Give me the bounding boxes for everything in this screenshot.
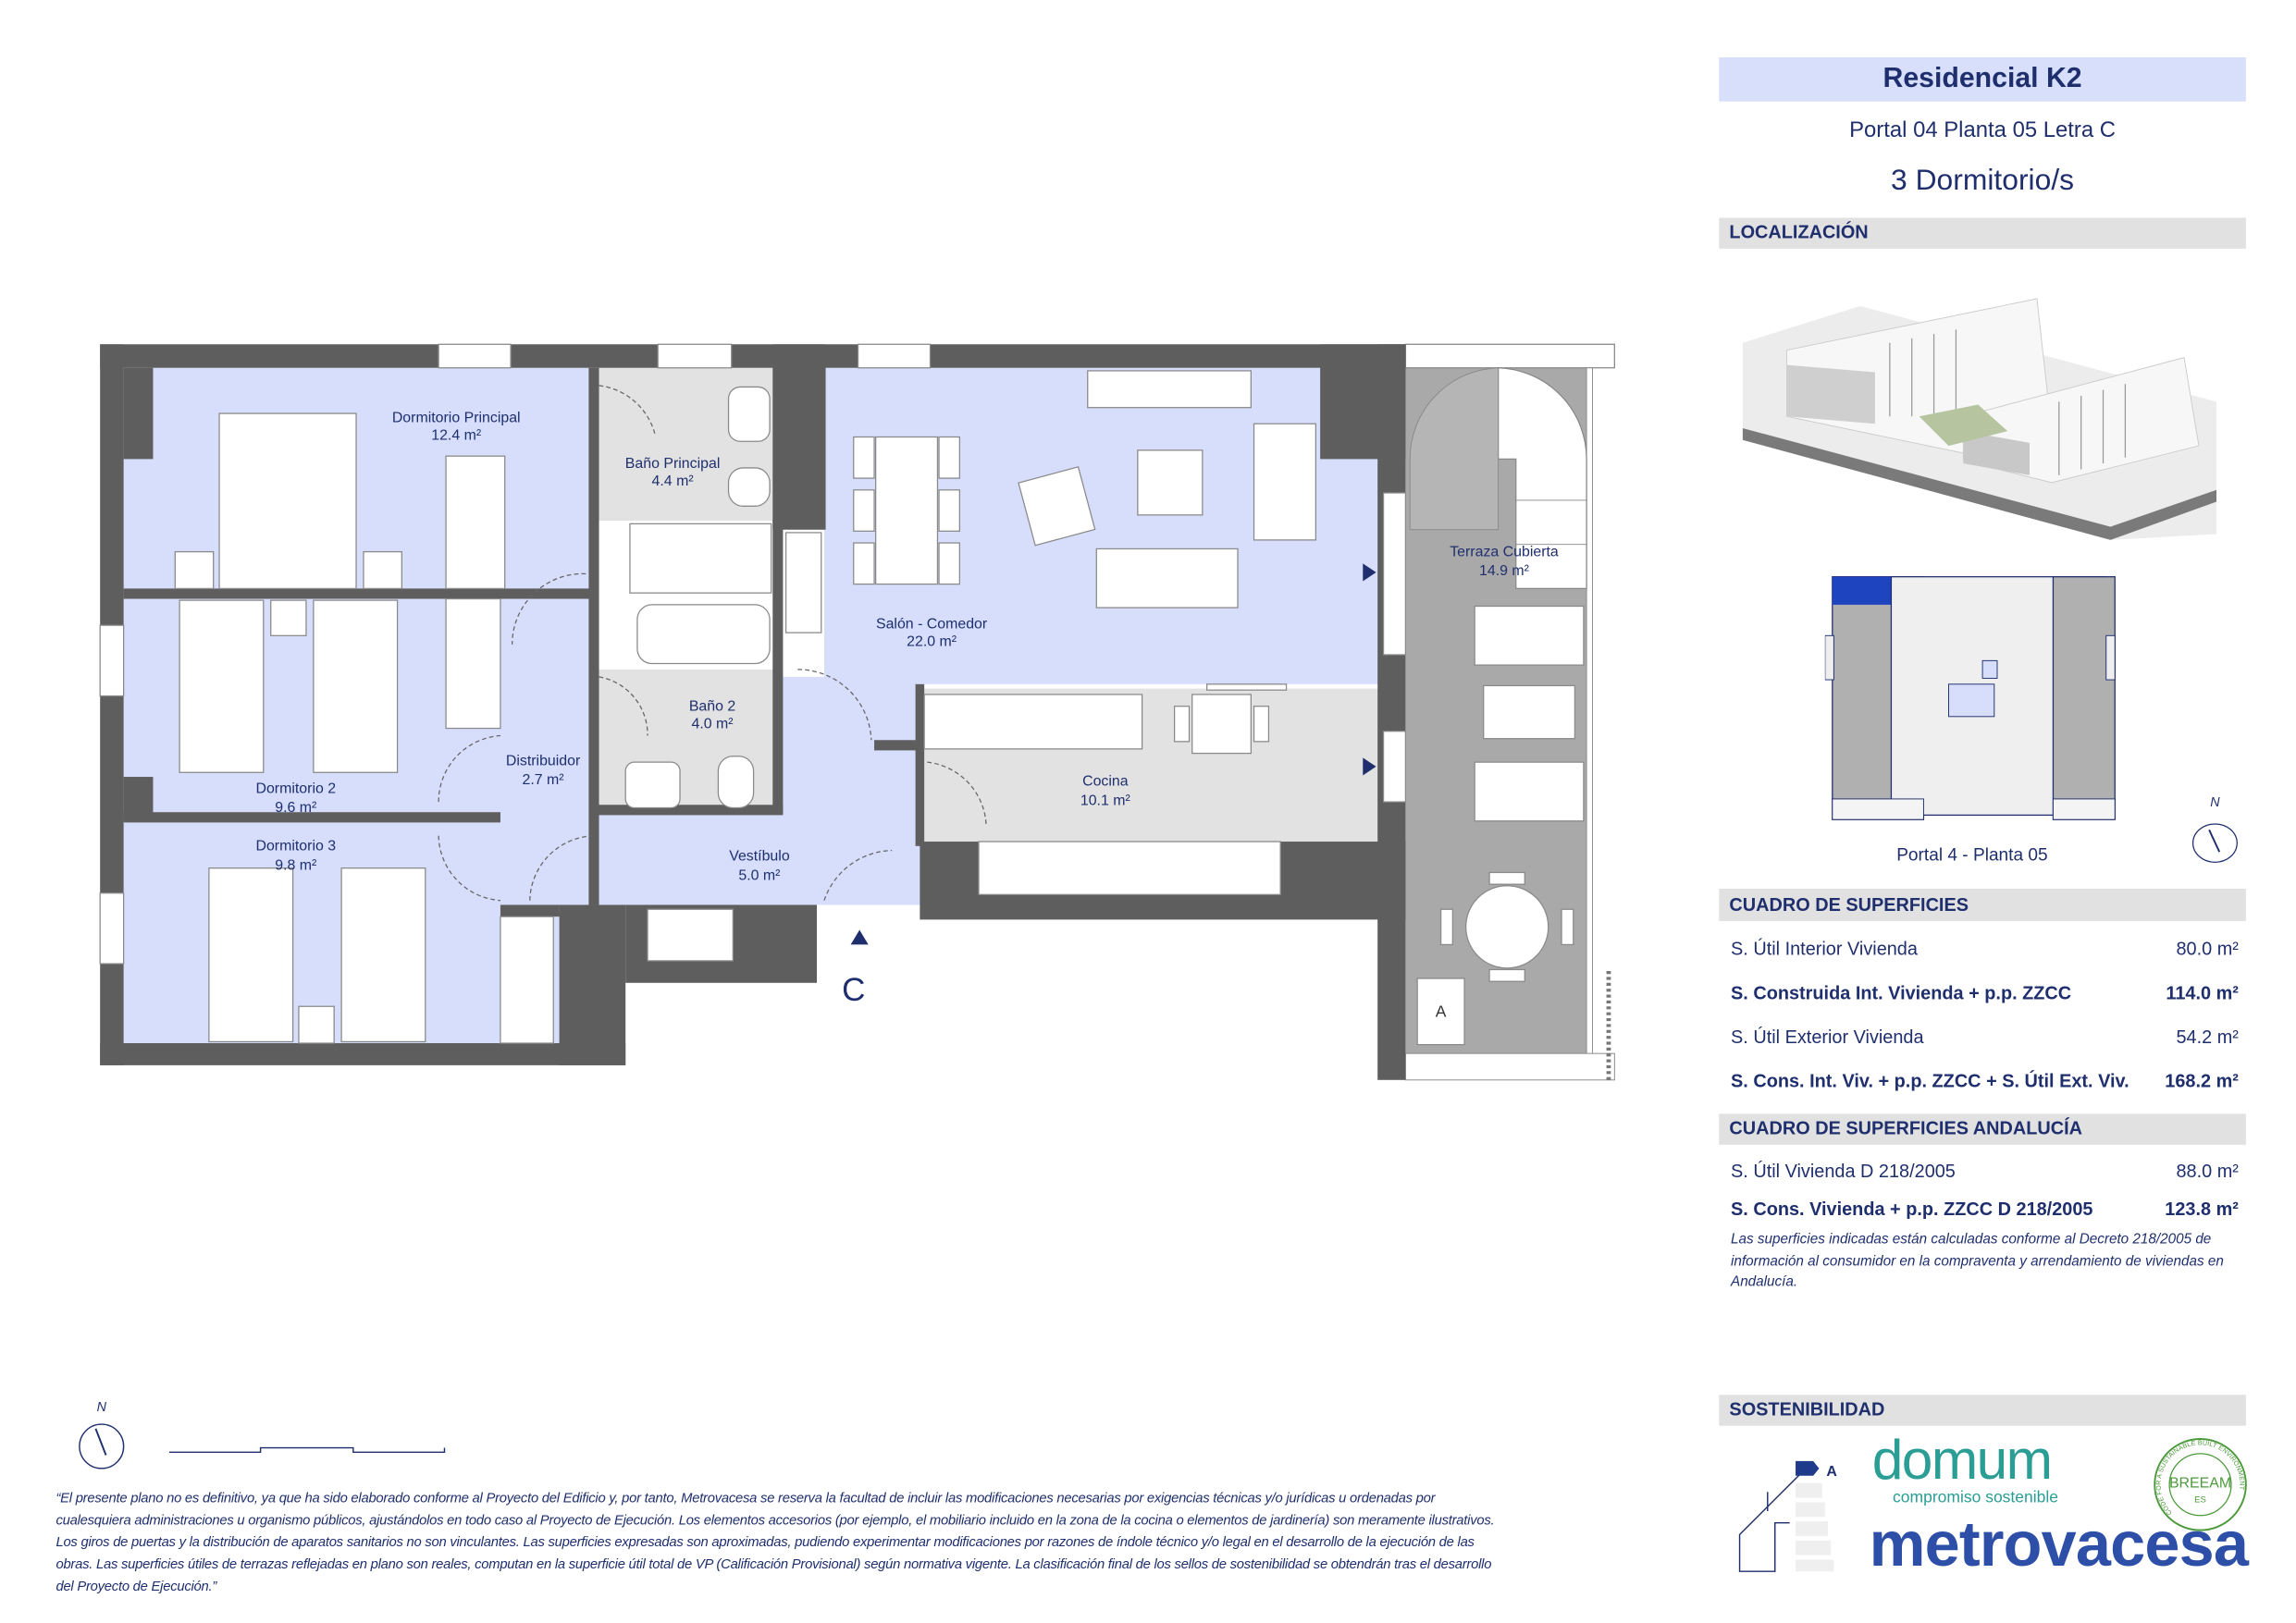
domum-tagline: compromiso sostenible: [1893, 1489, 2059, 1507]
room-vestibulo: [596, 809, 923, 905]
disclaimer-line: Los giros de puertas y la distribución d…: [56, 1534, 1475, 1550]
project-title: Residencial K2: [1719, 57, 2246, 102]
key-plan-caption: Portal 4 - Planta 05: [1896, 844, 2048, 866]
room-area: 2.7 m²: [523, 772, 564, 788]
surface-value: 114.0 m²: [2166, 982, 2239, 1004]
superficies-heading: CUADRO DE SUPERFICIES: [1719, 888, 2246, 921]
room-labels: Dormitorio Principal 12.4 m² Baño Princi…: [255, 411, 1558, 884]
room-area: 22.0 m²: [907, 633, 957, 649]
surface-value: 123.8 m²: [2165, 1199, 2239, 1220]
andalucia-note: Las superficies indicadas están calculad…: [1731, 1231, 2224, 1291]
surface-label: S. Útil Vivienda D 218/2005: [1731, 1161, 1956, 1182]
bedrooms-count: 3 Dormitorio/s: [1891, 165, 2075, 198]
disclaimer-line: cualesquiera administraciones u organism…: [56, 1512, 1495, 1528]
room-name: Cocina: [1082, 774, 1129, 790]
surface-label: S. Cons. Int. Viv. + p.p. ZZCC + S. Útil…: [1731, 1071, 2129, 1092]
room-name: Salón - Comedor: [876, 616, 988, 632]
room-area: 10.1 m²: [1080, 793, 1130, 808]
room-name: Vestíbulo: [729, 849, 790, 865]
view-arrow-icon: [1363, 757, 1376, 776]
surface-label: S. Útil Interior Vivienda: [1731, 939, 1918, 960]
energy-class: A: [1826, 1464, 1837, 1480]
compass-icon: [79, 1423, 125, 1469]
surface-label: S. Útil Exterior Vivienda: [1731, 1027, 1924, 1048]
key-plan-compass-icon: [2191, 823, 2238, 863]
unit-subtitle: Portal 04 Planta 05 Letra C: [1849, 117, 2117, 143]
unit-highlight: [1832, 576, 1892, 605]
scale-bar: [168, 1446, 446, 1454]
disclaimer: “El presente plano no es definitivo, ya …: [56, 1488, 1494, 1598]
metrovacesa-logo: metrovacesa: [1869, 1509, 2249, 1580]
entrance-letter: C: [842, 972, 865, 1008]
sostenibilidad-heading: SOSTENIBILIDAD: [1719, 1395, 2246, 1426]
north-label: N: [97, 1400, 107, 1415]
room-area: 4.4 m²: [652, 473, 694, 489]
north-label: N: [2210, 795, 2220, 810]
room-area: 4.0 m²: [692, 717, 734, 732]
surface-value: 168.2 m²: [2165, 1071, 2239, 1092]
view-arrow-icon: [1363, 563, 1376, 582]
terrace-mark: A: [1436, 1002, 1447, 1020]
surface-value: 54.2 m²: [2176, 1027, 2239, 1048]
key-plan: N: [1824, 576, 2220, 820]
floor-plan: A: [99, 343, 1615, 1081]
spiral-staircase: [1409, 367, 1587, 590]
room-name: Dormitorio 2: [255, 781, 336, 797]
room-name: Dormitorio Principal: [392, 411, 521, 426]
surface-row: S. Útil Exterior Vivienda 54.2 m²: [1731, 1027, 2239, 1048]
energy-rating-icon: A: [1738, 1460, 1837, 1572]
room-name: Dormitorio 3: [255, 839, 336, 855]
entrance-arrow-icon: [850, 929, 869, 945]
room-name: Distribuidor: [506, 753, 581, 768]
surface-row: S. Útil Vivienda D 218/2005 88.0 m²: [1731, 1161, 2239, 1181]
breeam-seal: CODE FOR A SUSTAINABLE BUILT ENVIRONMENT…: [2154, 1438, 2247, 1531]
room-name: Terraza Cubierta: [1450, 544, 1559, 559]
terrace-table: [1439, 871, 1574, 982]
disclaimer-line: obras. Las superficies útiles de terraza…: [56, 1556, 1492, 1572]
disclaimer-line: del Proyecto de Ejecución.”: [56, 1579, 217, 1594]
room-area: 9.8 m²: [275, 857, 316, 873]
plan-compass: N: [79, 1400, 446, 1469]
furniture: [174, 370, 1316, 1044]
surface-row: S. Útil Interior Vivienda 80.0 m²: [1731, 939, 2239, 959]
walls: [100, 344, 1406, 1080]
doors: [438, 385, 987, 902]
surface-label: S. Construida Int. Vivienda + p.p. ZZCC: [1731, 982, 2072, 1004]
windows: [99, 343, 1407, 1044]
room-name: Baño Principal: [625, 456, 721, 472]
room-area: 9.6 m²: [275, 800, 316, 816]
room-area: 14.9 m²: [1479, 563, 1529, 579]
surface-value: 80.0 m²: [2176, 939, 2239, 960]
surface-row: S. Cons. Int. Viv. + p.p. ZZCC + S. Útil…: [1731, 1071, 2239, 1091]
room-area: 5.0 m²: [738, 867, 780, 883]
domum-logo: domum: [1871, 1430, 2053, 1493]
surface-row: S. Cons. Vivienda + p.p. ZZCC D 218/2005…: [1731, 1199, 2239, 1220]
localizacion-heading: LOCALIZACIÓN: [1719, 217, 2246, 249]
room-area: 12.4 m²: [431, 428, 481, 444]
breeam-country: ES: [2194, 1494, 2206, 1505]
breeam-label: BREEAM: [2169, 1476, 2231, 1492]
andalucia-heading: CUADRO DE SUPERFICIES ANDALUCÍA: [1719, 1113, 2246, 1145]
disclaimer-line: “El presente plano no es definitivo, ya …: [56, 1490, 1436, 1506]
surface-label: S. Cons. Vivienda + p.p. ZZCC D 218/2005: [1731, 1199, 2093, 1220]
surface-value: 88.0 m²: [2176, 1161, 2239, 1182]
room-name: Baño 2: [689, 698, 736, 714]
building-3d-render: [1742, 298, 2217, 540]
surface-row: S. Construida Int. Vivienda + p.p. ZZCC 1…: [1731, 983, 2239, 1003]
